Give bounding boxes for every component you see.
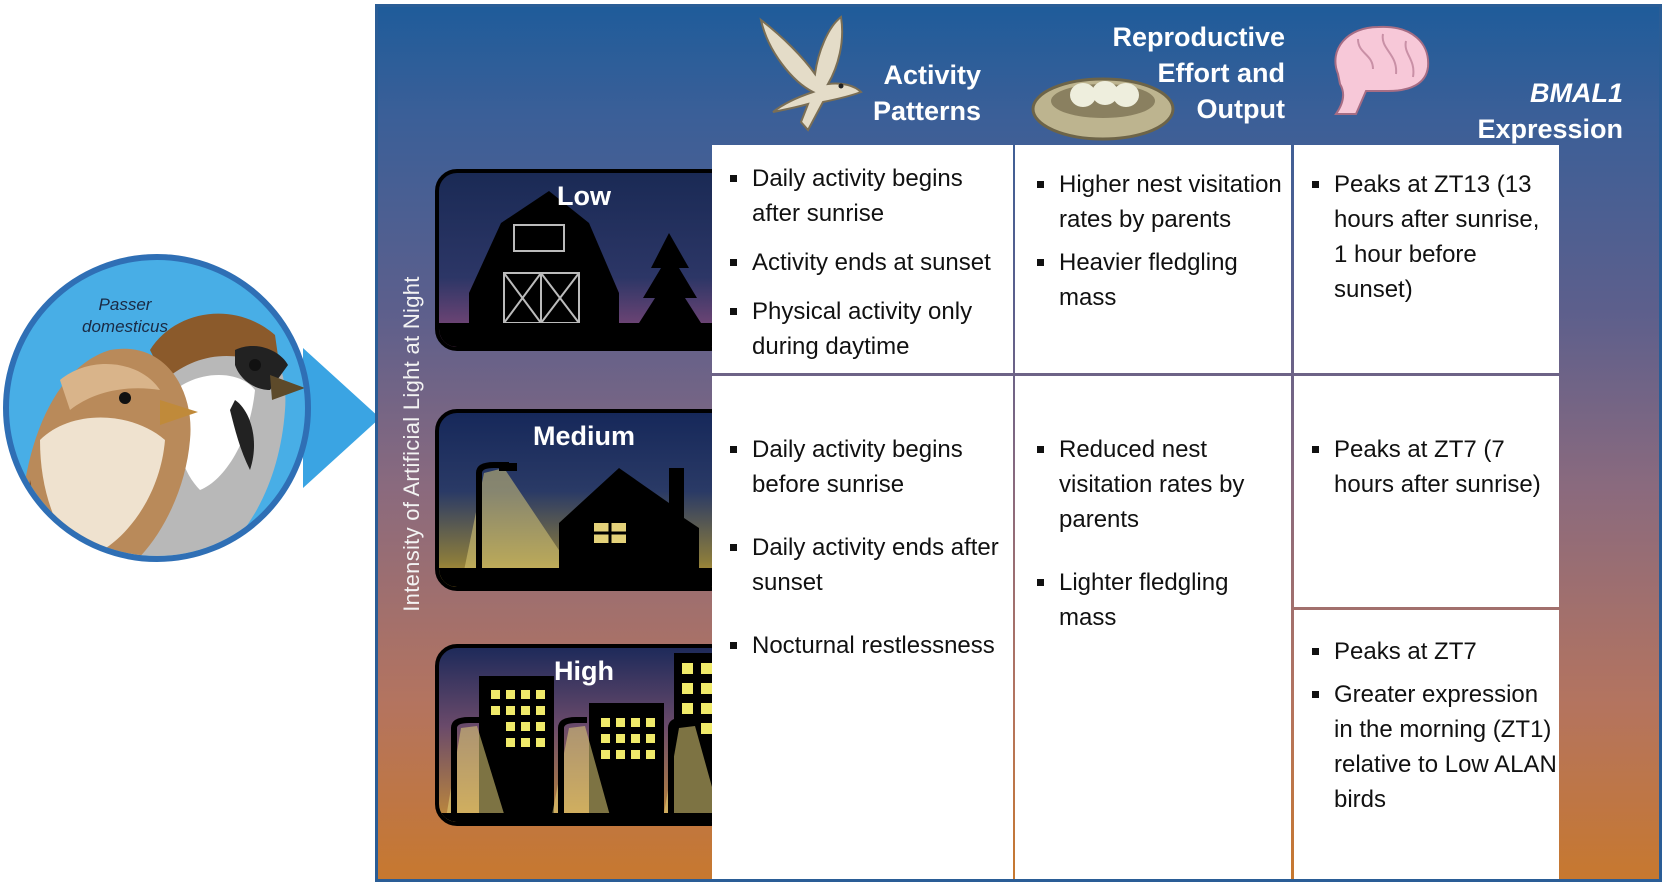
scene-high: High xyxy=(435,644,733,826)
bmal-medium-list: Peaks at ZT7 (7 hours after sunrise) xyxy=(1306,432,1559,502)
city-icon xyxy=(439,653,729,822)
bird-icon xyxy=(759,15,863,132)
list-item: Lighter fledgling mass xyxy=(1031,565,1291,635)
reproductive-low-list: Higher nest visitation rates by parents … xyxy=(1031,167,1291,315)
list-item: Peaks at ZT7 xyxy=(1306,634,1559,669)
list-item: Daily activity begins after sunrise xyxy=(724,161,1013,231)
cell-reproductive-medhigh: Reduced nest visitation rates by parents… xyxy=(1015,376,1291,879)
scene-medium: Medium xyxy=(435,409,733,591)
cell-bmal-high: Peaks at ZT7 Greater expression in the m… xyxy=(1294,610,1559,879)
list-item: Daily activity ends after sunset xyxy=(724,530,1013,600)
list-item: Daily activity begins before sunrise xyxy=(724,432,1013,502)
list-item: Activity ends at sunset xyxy=(724,245,1013,280)
list-item: Higher nest visitation rates by parents xyxy=(1031,167,1291,237)
activity-low-list: Daily activity begins after sunrise Acti… xyxy=(724,161,1013,364)
header-bmal1: BMAL1 Expression xyxy=(1477,78,1623,144)
activity-medhigh-list: Daily activity begins before sunrise Dai… xyxy=(724,432,1013,663)
cell-reproductive-low: Higher nest visitation rates by parents … xyxy=(1015,145,1291,373)
house-streetlight-icon xyxy=(439,462,729,587)
bmal-low-list: Peaks at ZT13 (13 hours after sunrise, 1… xyxy=(1306,167,1559,307)
list-item: Physical activity only during daytime xyxy=(724,294,1013,364)
list-item: Greater expression in the morning (ZT1) … xyxy=(1306,677,1559,817)
brain-icon xyxy=(1334,25,1430,115)
list-item: Peaks at ZT13 (13 hours after sunrise, 1… xyxy=(1306,167,1559,307)
nest-icon xyxy=(1031,77,1175,141)
list-item: Reduced nest visitation rates by parents xyxy=(1031,432,1291,537)
list-item: Nocturnal restlessness xyxy=(724,628,1013,663)
header-activity: Activity Patterns xyxy=(872,60,981,126)
cell-bmal-medium: Peaks at ZT7 (7 hours after sunrise) xyxy=(1294,376,1559,607)
level-medium-label: Medium xyxy=(532,421,635,451)
level-low-label: Low xyxy=(557,181,611,211)
species-name: Passer domesticus xyxy=(82,295,168,336)
bmal1-gene-name: BMAL1 xyxy=(1530,78,1623,108)
bmal-high-list: Peaks at ZT7 Greater expression in the m… xyxy=(1306,634,1559,817)
cell-activity-medhigh: Daily activity begins before sunrise Dai… xyxy=(712,376,1013,879)
barn-icon xyxy=(439,191,729,347)
sparrow-illustration xyxy=(3,254,380,562)
findings-table: Activity Patterns Reproductive Effort an… xyxy=(375,4,1662,882)
cell-bmal-low: Peaks at ZT13 (13 hours after sunrise, 1… xyxy=(1294,145,1559,373)
list-item: Peaks at ZT7 (7 hours after sunrise) xyxy=(1306,432,1559,502)
cell-activity-low: Daily activity begins after sunrise Acti… xyxy=(712,145,1013,373)
axis-label-light-intensity: Intensity of Artificial Light at Night xyxy=(399,276,424,612)
scene-low: Low xyxy=(435,169,733,351)
reproductive-medhigh-list: Reduced nest visitation rates by parents… xyxy=(1031,432,1291,635)
level-high-label: High xyxy=(554,656,614,686)
arrow-right-icon xyxy=(250,348,380,488)
header-reproductive: Reproductive Effort and Output xyxy=(1112,22,1285,124)
list-item: Heavier fledgling mass xyxy=(1031,245,1291,315)
